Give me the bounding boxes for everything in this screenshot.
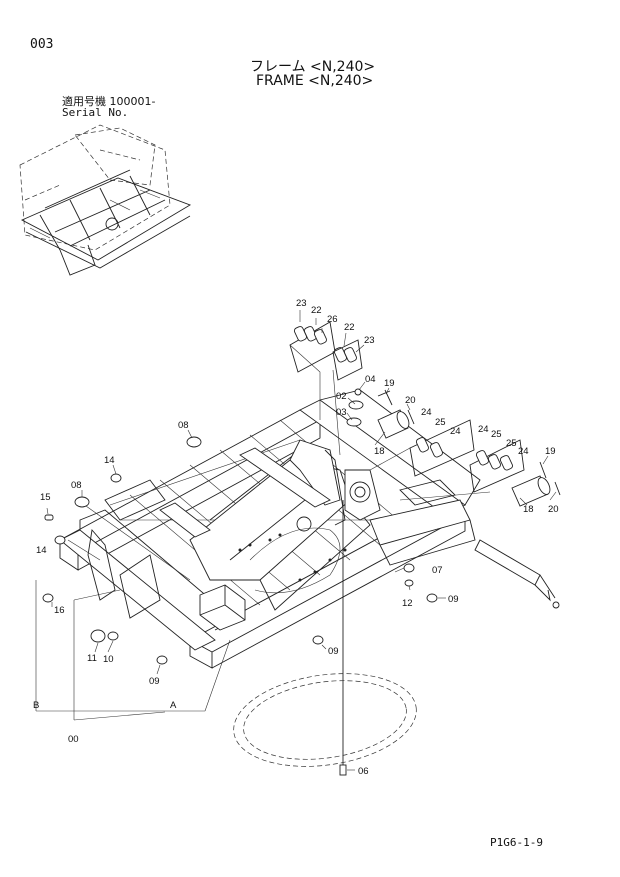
callout-24: 24 [478,424,489,435]
callout-08: 08 [71,480,82,491]
machine-thumbnail [19,124,192,276]
callout-19: 19 [545,446,556,457]
callout-B: B [33,700,39,711]
callout-14: 14 [104,455,115,466]
callout-20: 20 [405,395,416,406]
callout-16: 16 [54,605,65,616]
callout-24: 24 [450,426,461,437]
callout-12: 12 [402,598,413,609]
callout-22: 22 [344,322,355,333]
title-english: FRAME <N,240> [256,73,374,89]
callout-23: 23 [296,298,307,309]
callout-00: 00 [68,734,79,745]
callout-18: 18 [374,446,385,457]
main-frame [59,389,481,669]
callout-09: 09 [149,676,160,687]
callout-25: 25 [491,429,502,440]
callout-03: 03 [336,407,347,418]
callout-24: 24 [421,407,432,418]
serial-label-english: Serial No. [62,106,129,119]
callout-09: 09 [328,646,339,657]
callout-20: 20 [548,504,559,515]
callout-25: 25 [506,438,517,449]
callout-18: 18 [523,504,534,515]
page-number: 003 [30,37,54,52]
callout-19: 19 [384,378,395,389]
leader-lines [35,310,557,771]
callout-11: 11 [87,653,97,664]
figure-code: P1G6-1-9 [490,836,543,849]
callout-25: 25 [435,417,446,428]
callout-26: 26 [327,314,338,325]
callout-04: 04 [365,374,376,385]
callout-A: A [170,700,177,711]
callout-10: 10 [103,654,114,665]
callout-14: 14 [36,545,47,556]
callout-02: 02 [336,391,347,402]
callout-09: 09 [448,594,459,605]
callout-06: 06 [358,766,369,777]
callout-07: 07 [432,565,443,576]
callouts: 23 22 26 22 23 04 19 02 20 03 24 25 24 2… [33,298,559,777]
floating-parts [42,321,561,776]
callout-15: 15 [40,492,51,503]
title-japanese: フレーム <N,240> [250,59,376,75]
callout-08: 08 [178,420,189,431]
callout-22: 22 [311,305,322,316]
serial-label-japanese: 適用号機 100001- [62,95,156,108]
callout-24: 24 [518,446,529,457]
callout-23: 23 [364,335,375,346]
